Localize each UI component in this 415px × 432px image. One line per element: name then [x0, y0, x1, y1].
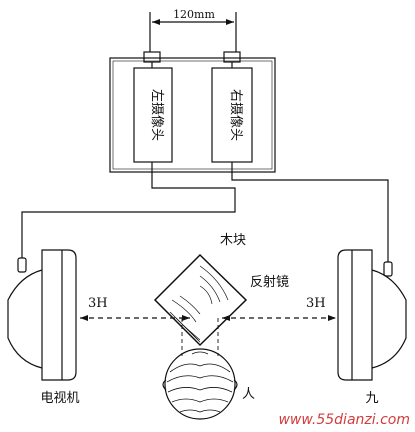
wood-block-mirror — [153, 253, 248, 347]
right-distance-label: 3H — [306, 296, 326, 311]
watermark: www.55dianzi.com — [278, 412, 410, 428]
person-label: 人 — [242, 387, 255, 402]
right-camera: 右摄像头 — [211, 51, 253, 163]
wood-block-label: 木块 — [220, 233, 246, 248]
tv-label: 电视机 — [40, 391, 79, 406]
left-camera-label: 左摄像头 — [149, 89, 164, 141]
person-head — [162, 348, 238, 420]
right-tv-partial-label: 九 — [365, 391, 378, 406]
mirror-label: 反射镜 — [250, 274, 289, 290]
left-camera: 左摄像头 — [133, 51, 173, 163]
camera-housing — [109, 57, 276, 173]
right-cable — [231, 162, 389, 262]
dimension-label: 120mm — [173, 8, 215, 21]
left-tv — [7, 249, 77, 381]
right-camera-label: 右摄像头 — [228, 89, 243, 141]
sight-lines — [181, 318, 219, 356]
right-tv — [337, 249, 407, 381]
left-cable — [21, 162, 236, 258]
dimension-marker: 120mm — [149, 8, 237, 52]
left-distance-label: 3H — [88, 296, 108, 311]
